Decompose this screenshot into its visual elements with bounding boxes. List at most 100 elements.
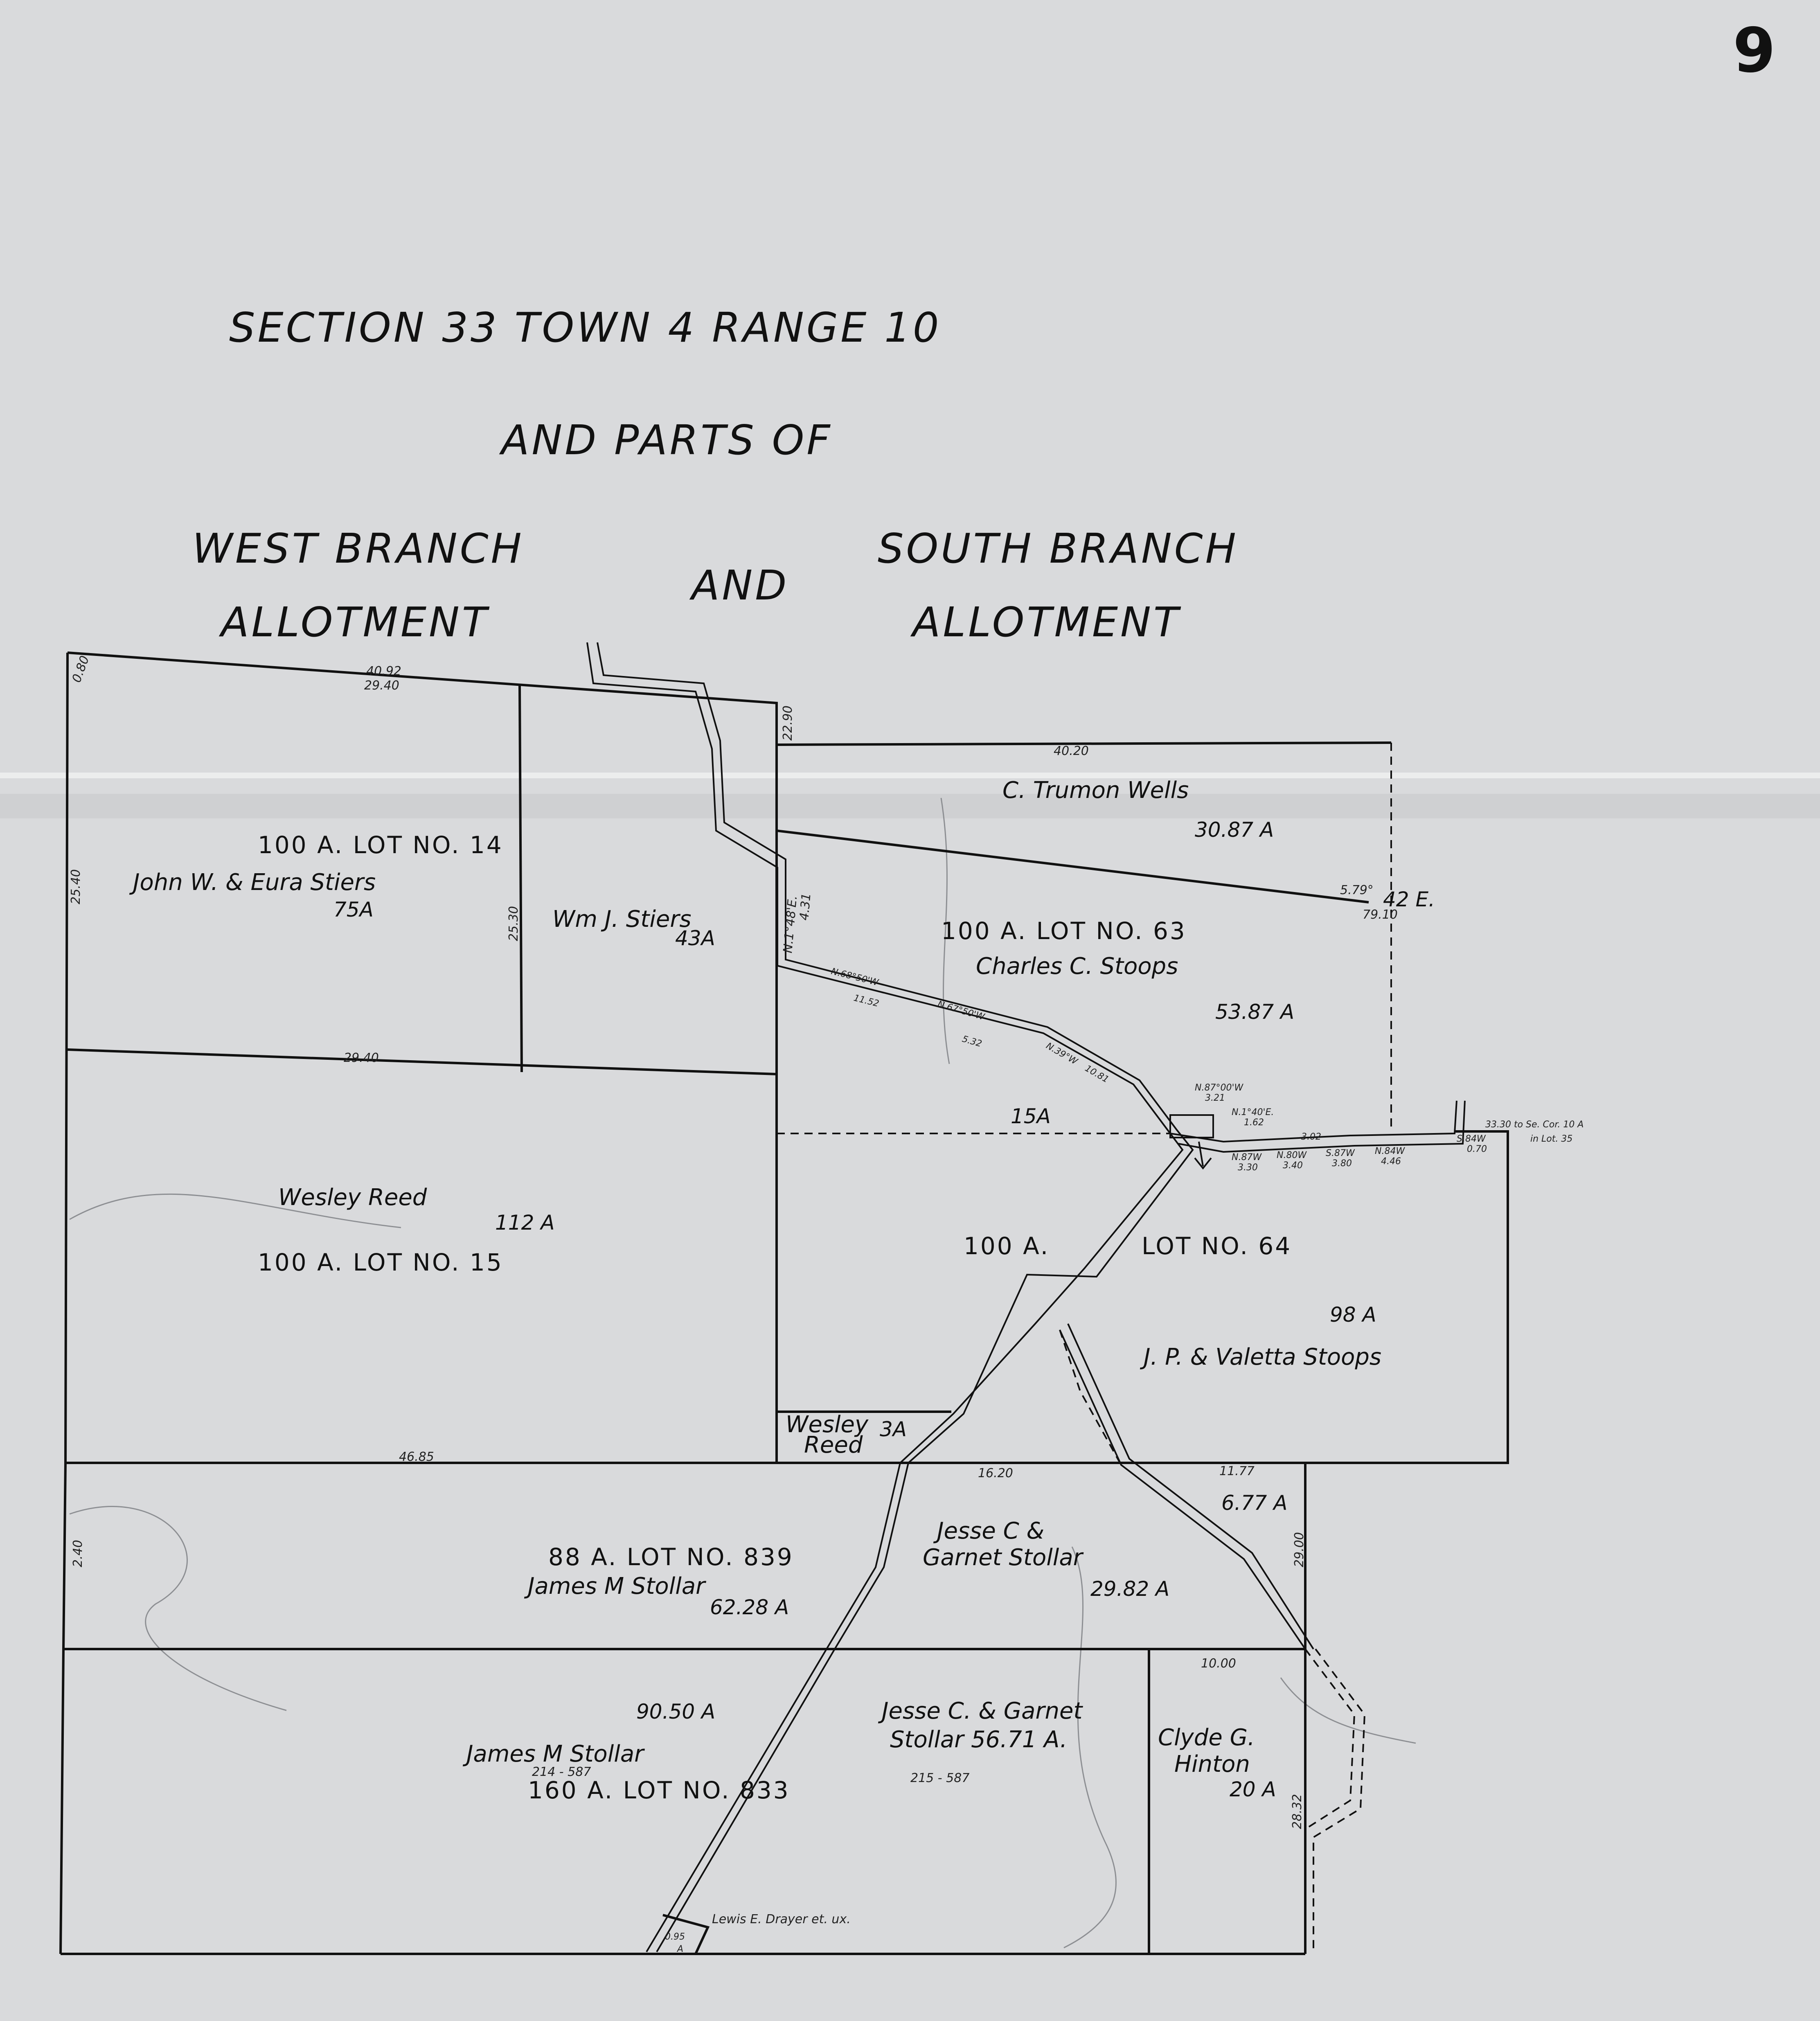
dim-4685: 46.85 — [399, 1450, 434, 1464]
bearing-n84w: N.84W — [1375, 1146, 1405, 1156]
title-west-allotment: ALLOTMENT — [218, 598, 490, 646]
lot64-label: LOT NO. 64 — [1142, 1232, 1292, 1260]
bearing-579: 5.79° — [1340, 883, 1374, 897]
jg-stollar-839-acres: 29.82 A — [1090, 1577, 1169, 1601]
junction-box — [1169, 1114, 1214, 1138]
dim-1000: 10.00 — [1201, 1656, 1236, 1671]
road-se-dashed-c — [1313, 1648, 1366, 1954]
boundary-wells-top — [776, 741, 1392, 746]
jg-stollar-833-ref: 215 - 587 — [910, 1771, 969, 1785]
boundary-north-west — [67, 651, 778, 1463]
lot833-label: 160 A. LOT NO. 833 — [528, 1776, 790, 1804]
road-east-b — [1178, 1100, 1466, 1153]
wells-acres: 30.87 A — [1195, 818, 1274, 842]
dim-2830: 28.32 — [1290, 1794, 1304, 1829]
title-south-allotment: ALLOTMENT — [910, 598, 1181, 646]
bearing-446: 4.46 — [1381, 1156, 1401, 1167]
road-se-dashed-b — [1304, 1648, 1356, 1954]
bearing-n39w: N.39°W — [1044, 1041, 1079, 1067]
dim-4020: 40.20 — [1054, 744, 1089, 758]
bearing-n87w: N.87W — [1232, 1152, 1262, 1163]
bearing-s84w: S.84W — [1457, 1134, 1486, 1144]
boundary-wells-stoops — [776, 829, 1369, 903]
dim-2900: 29.00 — [1292, 1532, 1306, 1567]
corner-note-1: 33.30 to Se. Cor. 10 A — [1485, 1120, 1583, 1130]
bearing-340: 3.40 — [1283, 1160, 1303, 1171]
road-se-dashed-a — [1059, 1329, 1122, 1465]
bearing-162: 1.62 — [1244, 1118, 1264, 1128]
road-main-a — [586, 642, 1184, 1953]
parcel15a-acres: 15A — [1011, 1104, 1051, 1128]
dim-2530: 25.30 — [507, 906, 521, 941]
lot64-acres: 100 A. — [964, 1232, 1050, 1260]
stream-1 — [69, 1194, 401, 1228]
bearing-1081: 10.81 — [1083, 1063, 1110, 1085]
roads — [586, 642, 1466, 1954]
bearing-380: 3.80 — [1332, 1158, 1352, 1169]
dim-240: 2.40 — [71, 1540, 85, 1567]
lot63-label: 100 A. LOT NO. 63 — [941, 917, 1187, 945]
dim-80: 0.80 — [70, 654, 92, 685]
page-number: 9 — [1733, 15, 1775, 86]
bearing-n80w: N.80W — [1277, 1150, 1307, 1160]
parcel677-acres: 6.77 A — [1221, 1491, 1287, 1515]
jg-stollar-839-owner-2: Garnet Stollar — [923, 1544, 1084, 1571]
stream-2 — [69, 1506, 287, 1711]
road-east-a — [1170, 1100, 1457, 1143]
dim-1620: 16.20 — [978, 1466, 1013, 1480]
bearing-330: 3.30 — [1238, 1163, 1258, 1173]
bearing-n148e: N.1°48'E. — [781, 895, 800, 953]
junction-arrow — [1194, 1141, 1212, 1170]
road-se-a — [1059, 1329, 1306, 1650]
bearing-n140e: N.1°40'E. — [1232, 1107, 1274, 1118]
hinton-acres: 20 A — [1230, 1778, 1276, 1801]
jp-stoops-owner: J. P. & Valetta Stoops — [1140, 1344, 1381, 1370]
dim-2940-mid: 29.40 — [344, 1051, 379, 1065]
stream-5 — [1280, 1677, 1416, 1744]
stream-3 — [1063, 1546, 1117, 1949]
fold-crease — [0, 773, 1820, 778]
stiers-acres: 75A — [333, 898, 374, 922]
title-south-branch: SOUTH BRANCH — [878, 525, 1239, 572]
bearing-532: 5.32 — [961, 1034, 983, 1050]
dim-2540: 25.40 — [69, 869, 83, 904]
wm-stiers-owner: Wm J. Stiers — [552, 906, 692, 933]
bearing-1152: 11.52 — [853, 993, 880, 1009]
boundary-lot14-lot15 — [67, 1048, 777, 1075]
drayer-owner: Lewis E. Drayer et. ux. — [712, 1912, 851, 1926]
title-and: AND — [689, 561, 789, 609]
bearing-7910: 79.10 — [1363, 908, 1398, 922]
dim-2940-top: 29.40 — [364, 678, 399, 693]
jp-stoops-acres: 98 A — [1330, 1303, 1376, 1327]
title-line2: AND PARTS OF — [499, 416, 833, 464]
map-title: SECTION 33 TOWN 4 RANGE 10 AND PARTS OF … — [192, 304, 1239, 646]
boundary-lot64-east — [1305, 1130, 1509, 1464]
road-main-b — [597, 642, 1194, 1953]
reed-small-acres: 3A — [880, 1417, 907, 1441]
bearing-n87: N.87°00'W — [1195, 1083, 1243, 1093]
bearing-302: 3.02 — [1301, 1132, 1321, 1142]
reed-small-owner-2: Reed — [804, 1432, 863, 1458]
drayer-acres-unit: A — [676, 1944, 683, 1954]
stoops-acres: 53.87 A — [1215, 1000, 1294, 1024]
drayer-acres: 0.95 — [665, 1932, 685, 1942]
jg-stollar-833-owner-2: Stollar 56.71 A. — [890, 1726, 1067, 1753]
lot14-label: 100 A. LOT NO. 14 — [258, 831, 503, 859]
dim-2290: 22.90 — [781, 705, 795, 741]
title-west-branch: WEST BRANCH — [192, 525, 524, 572]
wm-stiers-acres: 43A — [675, 926, 715, 950]
dim-1177: 11.77 — [1219, 1464, 1255, 1478]
bearing-42e: 42 E. — [1383, 888, 1435, 911]
boundary-drayer — [662, 1914, 710, 1955]
lot839-label: 88 A. LOT NO. 839 — [548, 1543, 794, 1571]
stollar-839-acres: 62.28 A — [710, 1595, 789, 1619]
fold-shadow — [0, 794, 1820, 818]
boundary-wm-stiers — [518, 685, 523, 1072]
wells-owner: C. Trumon Wells — [1002, 777, 1189, 804]
jg-stollar-833-owner-1: Jesse C. & Garnet — [878, 1698, 1083, 1724]
boundary-west-edge — [59, 652, 69, 1954]
hinton-owner-1: Clyde G. — [1158, 1724, 1255, 1751]
bearing-070: 0.70 — [1467, 1144, 1487, 1154]
corner-note-2: in Lot. 35 — [1530, 1134, 1572, 1144]
